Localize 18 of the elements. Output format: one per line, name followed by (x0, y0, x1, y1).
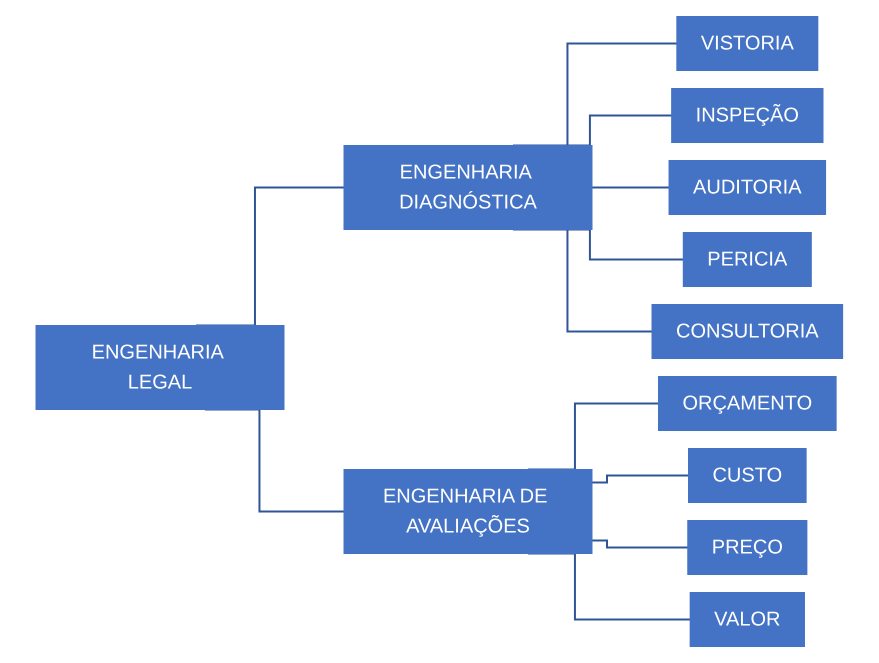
node-box: CONSULTORIA (652, 304, 844, 359)
connector (528, 402, 659, 470)
node-box: CUSTO (688, 448, 807, 503)
connector (513, 42, 677, 146)
node-box: VISTORIA (676, 16, 818, 71)
connector (592, 474, 689, 484)
node-box: ENGENHARIA DIAGNÓSTICA (344, 145, 593, 230)
node-box: VALOR (690, 592, 806, 647)
node-box: PREÇO (687, 520, 808, 575)
node-box: AUDITORIA (668, 160, 826, 215)
node-box: ORÇAMENTO (658, 376, 837, 431)
connector (592, 186, 670, 188)
node-box: PERICIA (682, 232, 812, 287)
node-box: ENGENHARIA LEGAL (36, 325, 285, 410)
node-box: INSPEÇÃO (671, 88, 824, 143)
connector (592, 539, 688, 548)
node-box: ENGENHARIA DE AVALIAÇÕES (344, 469, 593, 554)
connector (196, 186, 344, 326)
